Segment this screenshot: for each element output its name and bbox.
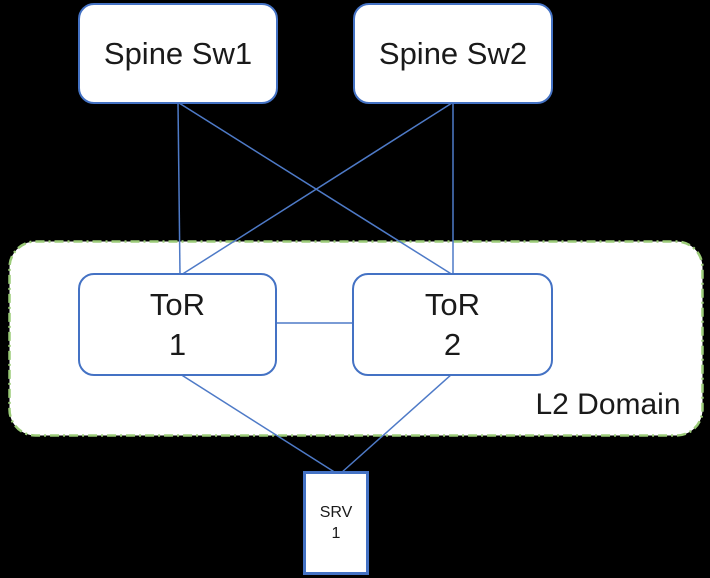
node-srv-1-label-line2: 1: [331, 525, 341, 542]
node-tor-1: ToR 1: [78, 273, 277, 376]
node-srv-1-label-line1: SRV: [319, 504, 353, 521]
node-spine-sw1-label: Spine Sw1: [103, 35, 253, 71]
edge-spine2-tor1: [180, 102, 453, 276]
edge-tor1-srv1: [179, 373, 337, 474]
node-tor-2-label-line2: 2: [443, 326, 462, 362]
edge-spine1-tor1: [177, 102, 181, 276]
node-tor-2: ToR 2: [352, 273, 553, 376]
node-spine-sw2-label: Spine Sw2: [378, 35, 528, 71]
l2-domain-label: L2 Domain: [535, 388, 681, 421]
node-tor-2-label-line1: ToR: [424, 286, 481, 322]
node-srv-1: SRV 1: [303, 471, 369, 575]
node-tor-1-label-line1: ToR: [149, 286, 206, 322]
node-tor-1-label-line2: 1: [168, 326, 187, 362]
node-spine-sw2: Spine Sw2: [353, 3, 553, 104]
node-spine-sw1: Spine Sw1: [78, 3, 278, 104]
edge-tor2-srv1: [340, 373, 453, 474]
